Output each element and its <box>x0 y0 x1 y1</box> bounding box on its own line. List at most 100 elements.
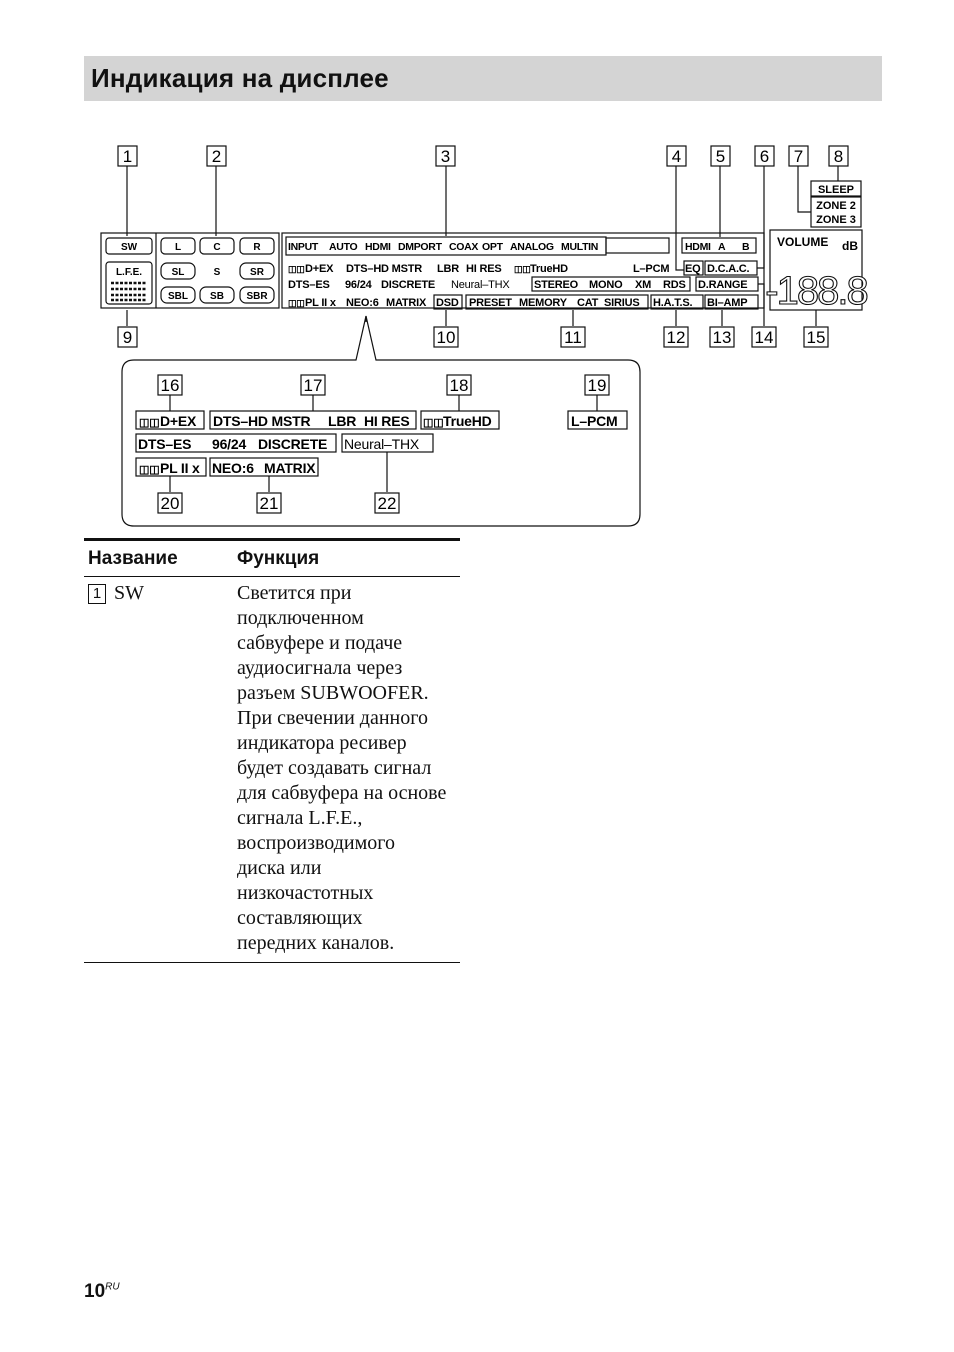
svg-text:DTS–ES: DTS–ES <box>138 436 191 452</box>
svg-text:HI RES: HI RES <box>466 263 501 275</box>
svg-text:STEREO: STEREO <box>534 279 579 291</box>
svg-text:HDMI: HDMI <box>685 241 711 253</box>
page-number: 10RU <box>84 1281 120 1302</box>
speaker-sw: SW <box>121 242 138 253</box>
svg-text:13: 13 <box>713 328 732 347</box>
svg-text:9: 9 <box>123 328 132 347</box>
callout-10: 10 <box>433 326 459 348</box>
svg-text:MATRIX: MATRIX <box>386 297 427 309</box>
svg-text:3: 3 <box>441 147 450 166</box>
svg-text:◫◫: ◫◫ <box>288 264 305 274</box>
svg-text:Neural–THX: Neural–THX <box>451 279 510 291</box>
callout-9: 9 <box>117 326 138 348</box>
svg-text:7: 7 <box>794 147 803 166</box>
svg-text:◫◫: ◫◫ <box>139 464 159 476</box>
function-line: сабвуфере и подаче <box>237 632 403 654</box>
function-line: разъем SUBWOOFER. <box>237 682 429 704</box>
speaker-sl: SL <box>172 267 185 278</box>
function-line: низкочастотных <box>237 882 374 904</box>
svg-text:11: 11 <box>564 328 582 347</box>
callout-5: 5 <box>710 145 731 167</box>
svg-text:PRESET: PRESET <box>469 297 512 309</box>
svg-text:A: A <box>718 241 726 253</box>
callout-15: 15 <box>803 326 829 348</box>
table-header-row: Название Функция <box>84 538 460 577</box>
function-line: составляющих <box>237 907 363 929</box>
svg-text:SLEEP: SLEEP <box>818 184 854 196</box>
function-line: воспроизводимого <box>237 832 395 854</box>
callout-7: 7 <box>788 145 809 167</box>
volume-digits: -188.8 <box>765 269 867 313</box>
format-indicators: ◫◫ D+EX DTS–HD MSTR LBR HI RES ◫◫ TrueHD… <box>288 263 750 309</box>
function-line: передних каналов. <box>237 932 395 954</box>
callout-17: 17 <box>300 374 326 396</box>
function-line: индикатора ресивер <box>237 732 407 754</box>
svg-text:12: 12 <box>667 328 686 347</box>
function-line: будет создавать сигнал <box>237 757 432 779</box>
svg-text:8: 8 <box>834 147 843 166</box>
svg-text:DTS–HD MSTR: DTS–HD MSTR <box>213 413 310 429</box>
svg-text:16: 16 <box>161 376 180 395</box>
display-diagram: 1 2 3 4 5 6 7 8 9 10 11 12 13 14 15 16 1… <box>100 145 870 527</box>
svg-text:6: 6 <box>760 147 769 166</box>
function-line: для сабвуфера на основе <box>237 782 447 804</box>
svg-text:H.A.T.S.: H.A.T.S. <box>653 297 692 309</box>
callout-numbers: 1 2 3 4 5 6 7 8 9 10 11 12 13 14 15 16 1… <box>117 145 849 514</box>
svg-text:LBR: LBR <box>437 263 459 275</box>
svg-text:B: B <box>742 241 750 253</box>
svg-text:HDMI: HDMI <box>365 241 391 253</box>
svg-text:◫◫: ◫◫ <box>139 417 159 429</box>
svg-text:96/24: 96/24 <box>212 436 246 452</box>
function-line: подключенном <box>237 607 364 629</box>
lfe-indicator: L.F.E. <box>116 267 142 278</box>
svg-text:ZONE 3: ZONE 3 <box>816 214 856 226</box>
svg-text:PL II x: PL II x <box>160 460 200 476</box>
callout-8: 8 <box>828 145 849 167</box>
svg-text:MONO: MONO <box>589 279 623 291</box>
speaker-indicators: SW L C R SL S SR SBL SB SBR L.F.E. <box>116 242 268 302</box>
svg-text:L–PCM: L–PCM <box>571 413 617 429</box>
svg-text:DTS–ES: DTS–ES <box>288 279 330 291</box>
svg-text:20: 20 <box>161 494 180 513</box>
svg-text:D.RANGE: D.RANGE <box>698 279 747 291</box>
svg-text:DMPORT: DMPORT <box>398 241 443 253</box>
svg-text:L–PCM: L–PCM <box>633 263 669 275</box>
svg-text:96/24: 96/24 <box>345 279 373 291</box>
svg-text:COAX: COAX <box>449 241 478 253</box>
column-function-header: Функция <box>233 538 460 577</box>
callout-13: 13 <box>709 326 735 348</box>
svg-text:Neural–THX: Neural–THX <box>344 436 420 452</box>
svg-text:CAT: CAT <box>577 297 599 309</box>
svg-text:OPT: OPT <box>482 241 504 253</box>
svg-text:XM: XM <box>635 279 651 291</box>
svg-text:1: 1 <box>123 147 132 166</box>
svg-text:10: 10 <box>437 328 456 347</box>
svg-text:D.C.A.C.: D.C.A.C. <box>707 263 750 275</box>
callout-20: 20 <box>157 492 183 514</box>
speaker-sbr: SBR <box>246 291 268 302</box>
callout-11: 11 <box>560 326 586 348</box>
svg-text:21: 21 <box>260 494 279 513</box>
svg-text:DSD: DSD <box>436 297 459 309</box>
callout-12: 12 <box>663 326 689 348</box>
callout-2: 2 <box>206 145 227 167</box>
svg-text:HI RES: HI RES <box>364 413 409 429</box>
page-lang: RU <box>105 1281 120 1293</box>
svg-text:MATRIX: MATRIX <box>264 460 316 476</box>
callout-4: 4 <box>666 145 687 167</box>
callout-22: 22 <box>374 492 400 514</box>
svg-text:PL II x: PL II x <box>305 297 337 309</box>
svg-text:MULTIN: MULTIN <box>561 241 598 253</box>
speaker-s: S <box>214 267 221 278</box>
speaker-l: L <box>175 242 181 253</box>
speaker-c: C <box>213 242 220 253</box>
column-name-header: Название <box>84 538 233 577</box>
callout-14: 14 <box>751 326 777 348</box>
svg-text:EQ: EQ <box>685 263 701 275</box>
function-line: аудиосигнала через <box>237 657 403 679</box>
svg-text:RDS: RDS <box>663 279 686 291</box>
svg-text:18: 18 <box>450 376 469 395</box>
svg-text:AUTO: AUTO <box>329 241 357 253</box>
